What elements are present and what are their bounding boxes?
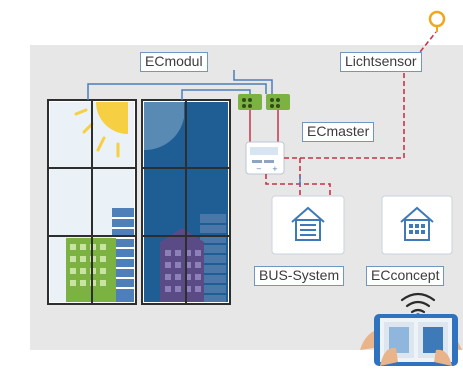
city-buildings-clear <box>66 208 134 302</box>
house-grid-icon <box>400 206 434 241</box>
house-sliders-icon <box>291 206 325 241</box>
bus-system-label: BUS-System <box>254 266 345 286</box>
ecmodul-units <box>238 94 290 110</box>
ecmaster-unit: − + <box>245 141 285 175</box>
ecconcept-device <box>381 195 453 255</box>
tablet-icon <box>360 314 462 366</box>
window-tinted <box>141 99 231 305</box>
city-buildings-tinted <box>160 214 226 302</box>
svg-text:+: + <box>272 165 278 173</box>
ecmaster-label: ECmaster <box>302 122 375 142</box>
ecmodul-label: ECmodul <box>140 52 208 72</box>
light-sensor-icon <box>428 10 446 32</box>
ecconcept-label: ECconcept <box>366 266 445 286</box>
svg-text:−: − <box>256 165 262 173</box>
sun-icon <box>74 102 128 158</box>
lichtsensor-label: Lichtsensor <box>340 52 422 72</box>
window-clear <box>47 99 137 305</box>
bus-system-device <box>271 195 345 255</box>
window-wiring <box>87 70 273 100</box>
module-master-wiring <box>249 110 279 142</box>
